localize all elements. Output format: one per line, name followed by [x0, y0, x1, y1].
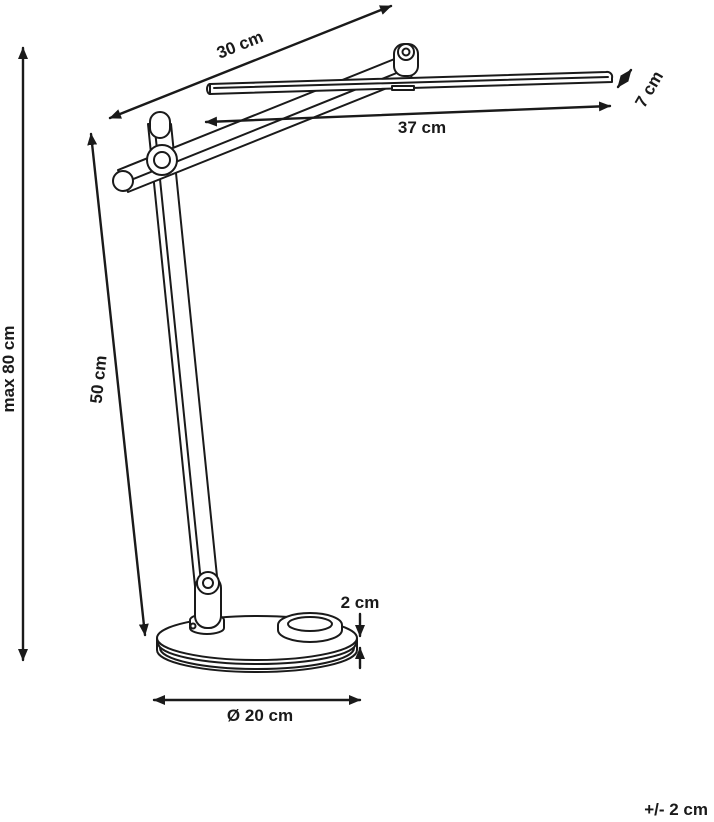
max-height-label: max 80 cm — [0, 326, 18, 413]
lamp-illustration — [112, 43, 614, 673]
base-thickness-label: 2 cm — [341, 593, 380, 612]
head-length-label: 37 cm — [398, 118, 446, 137]
head-depth-label: 7 cm — [631, 68, 667, 111]
column-height-label: 50 cm — [87, 354, 111, 404]
column-height-dimension — [87, 132, 149, 637]
tolerance-note: +/- 2 cm — [644, 800, 708, 819]
lamp-base — [156, 612, 358, 673]
head-depth-dimension — [616, 68, 633, 89]
base-diameter-label: Ø 20 cm — [227, 706, 293, 725]
lamp-column — [147, 111, 222, 629]
arm-length-label: 30 cm — [214, 27, 266, 62]
head-length-dimension — [204, 101, 612, 127]
arm-length-dimension — [108, 4, 393, 120]
dimension-lines — [18, 4, 633, 705]
